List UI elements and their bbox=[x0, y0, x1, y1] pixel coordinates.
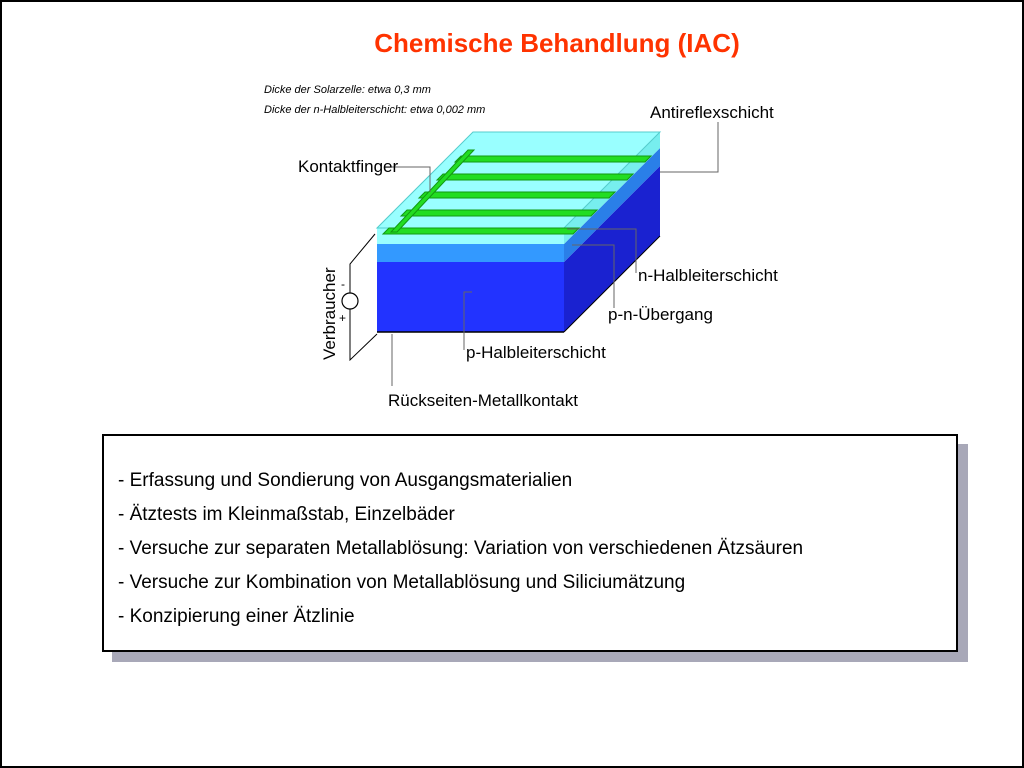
plus-sign: + bbox=[339, 311, 346, 325]
contact-finger bbox=[417, 191, 617, 199]
leader-n-layer bbox=[567, 228, 637, 273]
leader-antireflex bbox=[660, 122, 719, 173]
label-kontaktfinger: Kontaktfinger bbox=[298, 157, 399, 176]
bullet-list: - Erfassung und Sondierung von Ausgangsm… bbox=[104, 436, 956, 634]
page-title: Chemische Behandlung (IAC) bbox=[374, 28, 740, 58]
load-symbol bbox=[341, 292, 359, 310]
p-layer-side bbox=[564, 166, 660, 332]
leader-pn bbox=[572, 244, 615, 308]
leader-kontaktfinger bbox=[388, 166, 431, 192]
contact-finger bbox=[453, 155, 653, 163]
minus-sign: - bbox=[341, 277, 345, 291]
label-verbraucher: Verbraucher bbox=[320, 267, 339, 360]
n-layer-side bbox=[564, 148, 660, 262]
info-box: - Erfassung und Sondierung von Ausgangsm… bbox=[102, 434, 958, 652]
label-pn-uebergang: p-n-Übergang bbox=[608, 305, 713, 324]
leader-lines bbox=[388, 122, 719, 386]
bullet-item: - Versuche zur separaten Metallablösung:… bbox=[118, 538, 804, 559]
label-rueckseiten-metallkontakt: Rückseiten-Metallkontakt bbox=[388, 391, 578, 410]
bullet-item: - Konzipierung einer Ätzlinie bbox=[118, 606, 355, 627]
leader-p-layer bbox=[463, 291, 472, 350]
contact-finger bbox=[381, 227, 581, 235]
contact-fingers bbox=[381, 149, 653, 235]
label-antireflexschicht: Antireflexschicht bbox=[650, 103, 774, 122]
back-contact-edge-side bbox=[563, 235, 661, 333]
bullet-item: - Erfassung und Sondierung von Ausgangsm… bbox=[118, 470, 573, 491]
bullet-item: - Ätztests im Kleinmaßstab, Einzelbäder bbox=[118, 504, 455, 525]
solar-cell-diagram: Dicke der Solarzelle: etwa 0,3 mm Dicke … bbox=[264, 84, 778, 410]
p-layer-front bbox=[377, 262, 564, 332]
note-thickness-cell: Dicke der Solarzelle: etwa 0,3 mm bbox=[264, 84, 431, 96]
note-thickness-n-layer: Dicke der n-Halbleiterschicht: etwa 0,00… bbox=[264, 104, 485, 116]
contact-finger bbox=[399, 209, 599, 217]
bullet-item: - Versuche zur Kombination von Metallabl… bbox=[118, 572, 686, 593]
circuit-wire bbox=[349, 233, 378, 362]
n-layer-front bbox=[377, 244, 564, 262]
contact-busbar bbox=[389, 149, 476, 233]
label-n-halbleiterschicht: n-Halbleiterschicht bbox=[638, 266, 778, 285]
label-p-halbleiterschicht: p-Halbleiterschicht bbox=[466, 343, 606, 362]
contact-finger bbox=[435, 173, 635, 181]
